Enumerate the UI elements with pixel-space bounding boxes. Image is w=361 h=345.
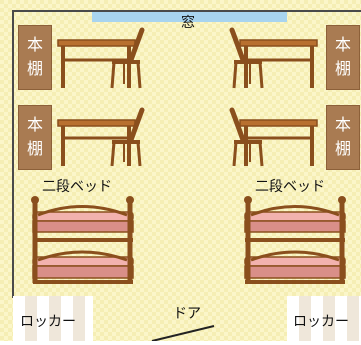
window-label: 窓: [181, 15, 195, 31]
door-label: ドア: [173, 306, 201, 322]
desk-set-middle-left: [57, 107, 145, 167]
bunk-bed-label-left: 二段ベッド: [42, 179, 112, 195]
locker-left[interactable]: [13, 296, 93, 341]
bookshelf-char-2: 棚: [334, 139, 351, 158]
bookshelf-char-1: 本: [26, 35, 43, 54]
bookshelf-char-2: 棚: [334, 59, 351, 78]
desk-set-top-left: [57, 27, 145, 89]
bookshelf-top-left[interactable]: 本 棚: [18, 25, 52, 90]
bunk-bed-label-right: 二段ベッド: [255, 179, 325, 195]
bookshelf-middle-left[interactable]: 本 棚: [18, 105, 52, 170]
desk-set-middle-right: [229, 107, 318, 167]
locker-right[interactable]: [287, 296, 361, 341]
door-leaf: [151, 325, 215, 342]
bookshelf-top-right[interactable]: 本 棚: [326, 25, 360, 90]
bookshelf-char-1: 本: [26, 115, 43, 134]
desk-set-top-right: [229, 27, 318, 89]
window: [92, 12, 287, 22]
bookshelf-middle-right[interactable]: 本 棚: [326, 105, 360, 170]
bunk-bed-left: [31, 196, 134, 284]
locker-label-left: ロッカー: [20, 314, 76, 330]
bookshelf-char-2: 棚: [26, 59, 43, 78]
bookshelf-char-2: 棚: [26, 139, 43, 158]
bookshelf-char-1: 本: [334, 35, 351, 54]
bunk-bed-right: [244, 196, 346, 284]
locker-label-right: ロッカー: [293, 314, 349, 330]
bookshelf-char-1: 本: [334, 115, 351, 134]
